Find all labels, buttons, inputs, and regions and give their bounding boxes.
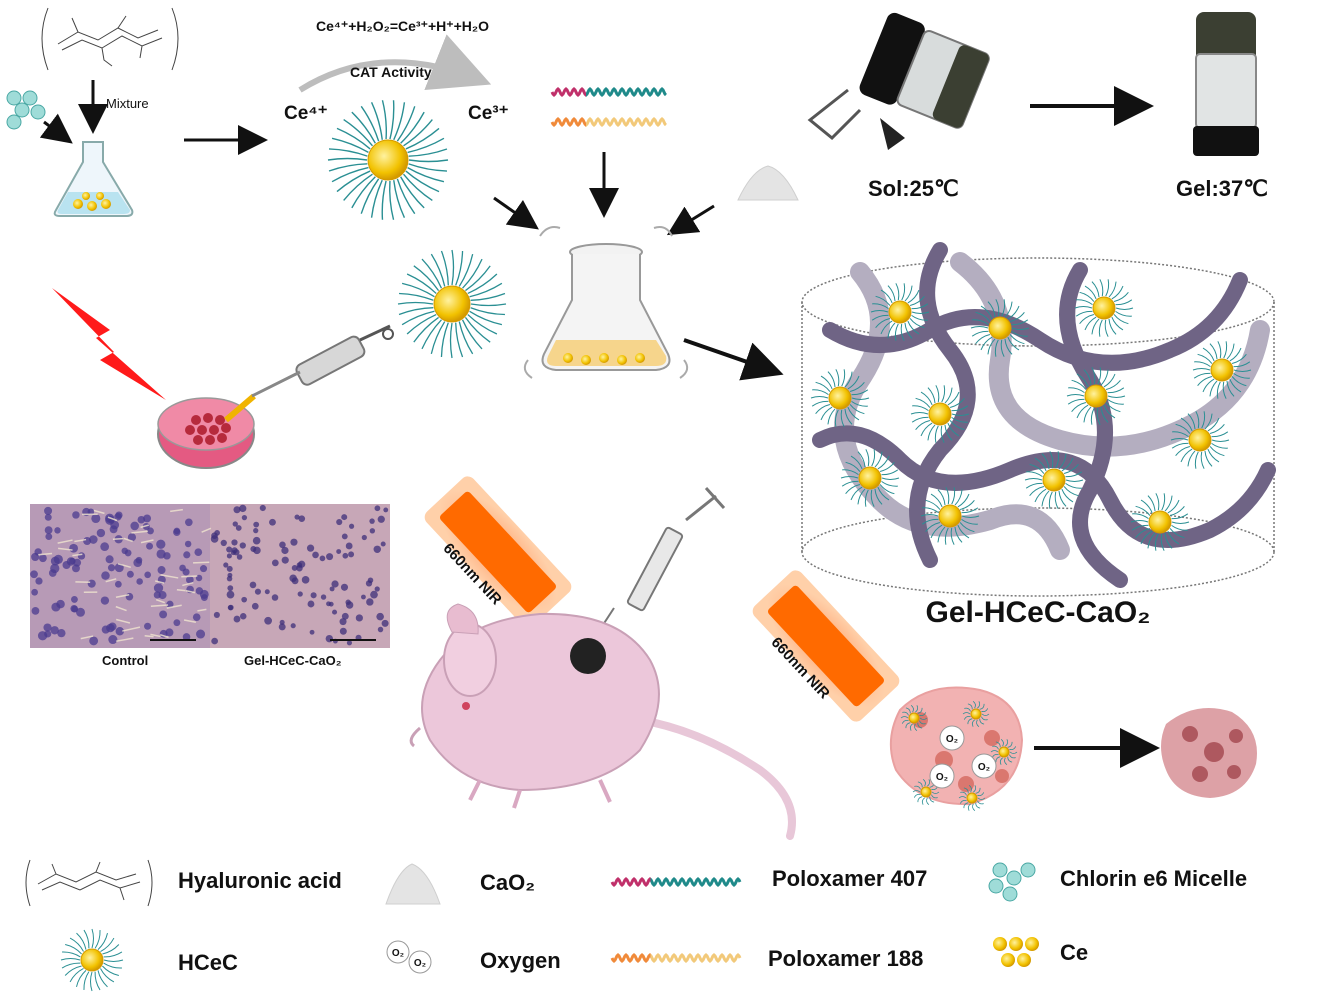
legend-label-hcec: HCeC: [178, 950, 238, 975]
hyaluronic-acid-structure: [41, 7, 179, 71]
gel-hcec-particle: [920, 487, 980, 545]
legend-label-poloxamer-188: Poloxamer 188: [768, 946, 924, 971]
sol-label: Sol:25℃: [868, 176, 959, 201]
mixture-label: Mixture: [106, 96, 149, 111]
hcec-nanoparticle-top: [327, 100, 449, 220]
sol-vial: [807, 12, 990, 150]
poloxamer-407-strand: [550, 87, 667, 97]
gel-hcec-particle: [1074, 279, 1134, 337]
reaction-equation: Ce⁴⁺+H₂O₂=Ce³⁺+H⁺+H₂O: [316, 18, 490, 34]
gel-hcec-particle: [1130, 493, 1190, 551]
oxygen-label: O₂: [978, 762, 990, 773]
oxygen-label: O₂: [392, 948, 404, 959]
gel-hcec-particle: [1192, 341, 1252, 399]
gel-vial: [1193, 12, 1259, 156]
light-bolt-icon: [52, 288, 166, 400]
cao2-to-flask-arrow: [666, 204, 715, 236]
small-flask: [53, 141, 134, 217]
reaction-flask: [523, 226, 689, 379]
nude-mouse: [409, 603, 796, 840]
histology-treated-label: Gel-HCeC-CaO₂: [244, 653, 342, 668]
oxygen-bubbles: O₂ O₂ O₂: [929, 725, 997, 789]
gel-hcec-particle: [910, 385, 970, 443]
hyaluronic-acid-icon: [25, 859, 153, 907]
laser-left: [424, 476, 572, 628]
poloxamer-188-strand: [550, 117, 667, 127]
oxygen-label: O₂: [936, 772, 948, 783]
legend-label-hyaluronic-acid: Hyaluronic acid: [178, 868, 342, 893]
hcec-nanoparticle-mid: [397, 249, 507, 359]
hcec-icon: [60, 928, 124, 992]
cat-activity-label: CAT Activity: [350, 64, 432, 80]
oxygen-icon: O₂ O₂: [386, 940, 432, 974]
oxygen-label: O₂: [414, 958, 426, 969]
legend-label-oxygen: Oxygen: [480, 948, 561, 973]
gel-hcec-particle: [1066, 367, 1126, 425]
product-title: Gel-HCeC-CaO₂: [925, 596, 1150, 629]
chlorin-e6-micelle-icon: [988, 862, 1036, 902]
chlorin-e6-micelle-cluster: [6, 90, 46, 130]
gel-hcec-particle: [870, 283, 930, 341]
cao2-powder: [737, 165, 799, 201]
oxygen-label: O₂: [946, 734, 958, 745]
tumor-oxygenated: O₂ O₂ O₂: [889, 686, 1024, 811]
tumor-destroyed: [1161, 708, 1257, 798]
pipette: [224, 324, 394, 423]
legend-label-chlorin-e6-micelle: Chlorin e6 Micelle: [1060, 866, 1248, 891]
ce3-label: Ce³⁺: [468, 103, 509, 124]
legend-label-cao2: CaO₂: [480, 870, 536, 895]
ce4-label: Ce⁴⁺: [284, 103, 328, 124]
legend-label-poloxamer-407: Poloxamer 407: [772, 866, 928, 891]
histology-control-label: Control: [102, 653, 149, 668]
cat-activity-arrow: [298, 34, 492, 93]
gel-hcec-particle: [840, 449, 900, 507]
ce-icon: [993, 937, 1039, 967]
gel-label: Gel:37℃: [1176, 176, 1268, 201]
syringe: [583, 486, 726, 655]
hcec-to-flask-arrow: [493, 196, 539, 230]
poloxamer-188-icon: [610, 953, 742, 963]
cao2-icon: [385, 863, 441, 905]
legend-label-ce: Ce: [1060, 940, 1089, 965]
flask-to-gel-arrow: [683, 338, 784, 381]
hydrogel-cylinder: [801, 242, 1276, 597]
histology-images: [30, 504, 390, 648]
gel-hcec-particle: [1170, 411, 1230, 469]
gel-hcec-particles: [810, 279, 1252, 551]
gel-hcec-particle: [970, 299, 1030, 357]
laser-right: [752, 570, 900, 722]
gel-hcec-particle: [810, 369, 870, 427]
gel-hcec-particle: [1024, 451, 1084, 509]
poloxamer-407-icon: [610, 877, 742, 887]
micelle-arrow: [39, 113, 73, 144]
